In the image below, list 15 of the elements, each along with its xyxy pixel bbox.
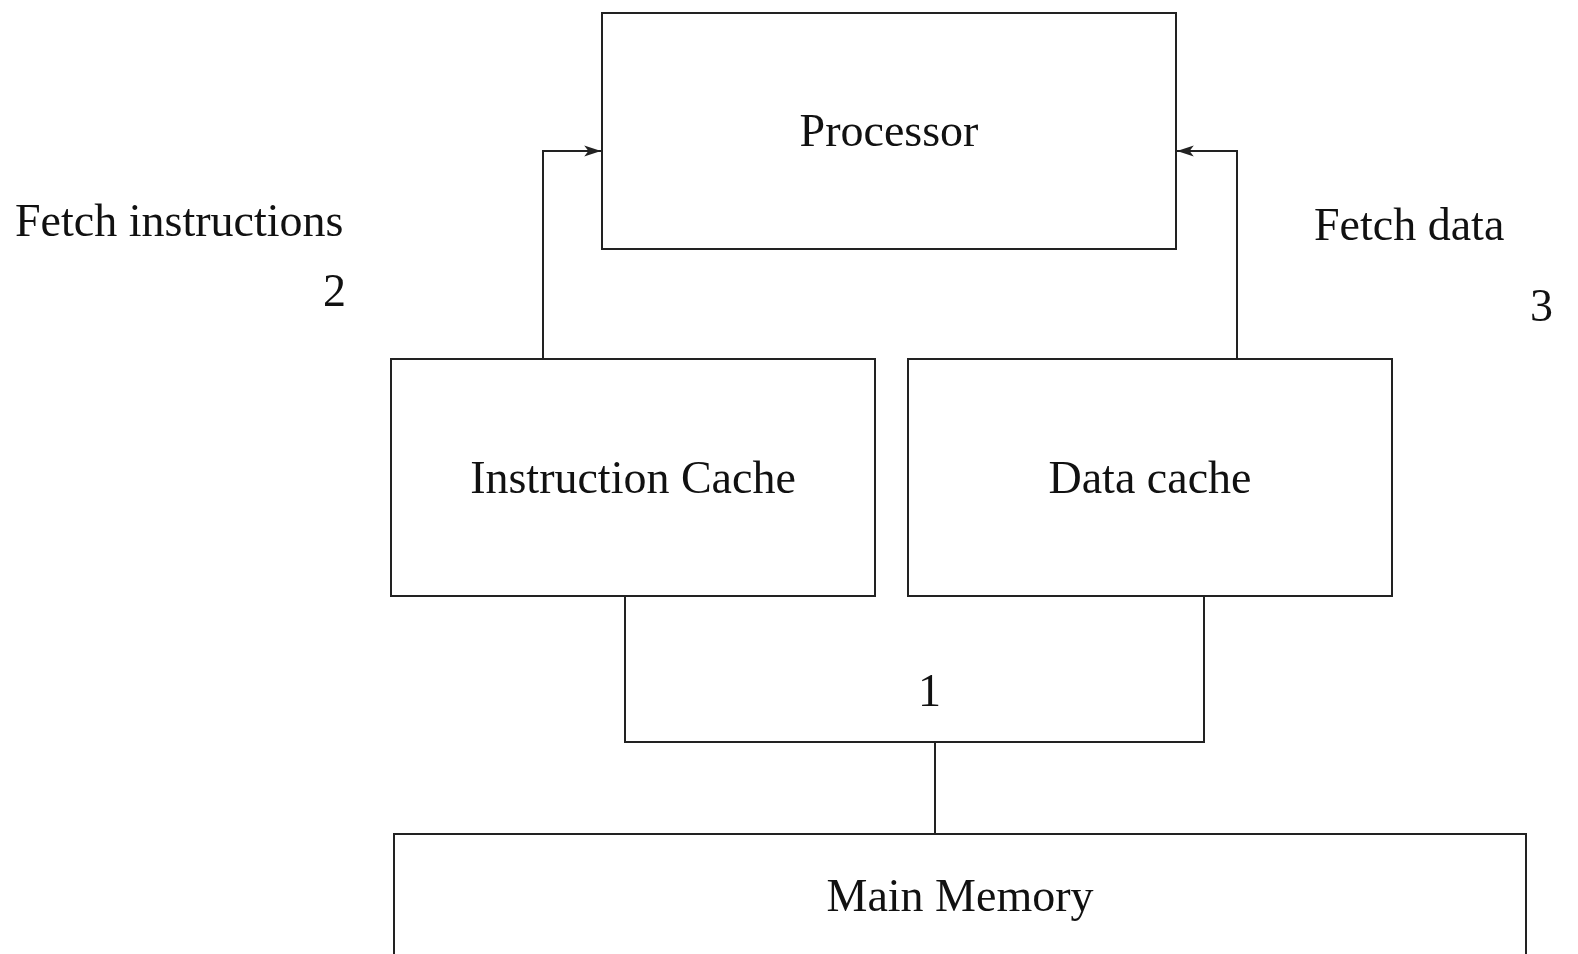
cache-box [907, 358, 1393, 597]
step-number: 2 [323, 268, 346, 314]
memory-box [393, 833, 1527, 954]
step-number: 1 [918, 668, 941, 714]
node-label: Main Memory [826, 868, 1094, 923]
step-number: 3 [1530, 283, 1553, 329]
node-label: Data cache [1048, 450, 1252, 505]
node-label: Processor [799, 104, 979, 159]
node-label: Instruction Cache [470, 450, 796, 505]
cache-box [390, 358, 876, 597]
operation-label: Fetch data [1314, 202, 1505, 248]
processor-box [601, 12, 1177, 250]
operation-label: Fetch instructions [15, 198, 344, 244]
arrow [542, 145, 602, 359]
arrow [1176, 145, 1238, 359]
